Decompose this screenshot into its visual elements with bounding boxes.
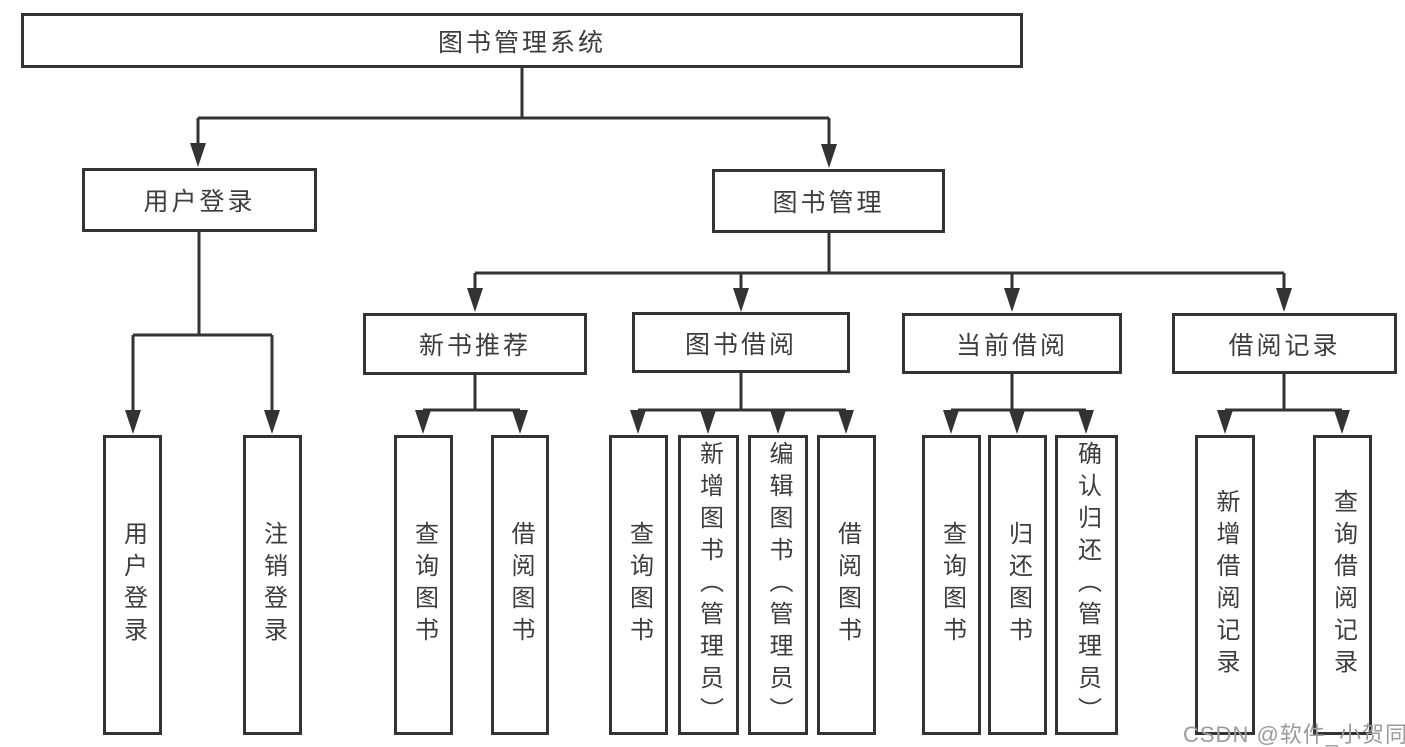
leaf-edit-book-admin-label: 编辑图书（管理员） [765, 441, 792, 729]
node-user-login-label: 用户登录 [143, 188, 256, 216]
node-root-label: 图书管理系统 [437, 28, 606, 57]
node-book-management-label: 图书管理 [772, 189, 885, 217]
leaf-confirm-return-admin-label: 确认归还（管理员） [1073, 441, 1101, 729]
leaf-borrow-books-2-label: 借阅图书 [833, 521, 861, 649]
leaf-borrow-books-1-label: 借阅图书 [507, 521, 534, 649]
leaf-user-login-label: 用户登录 [119, 521, 147, 649]
node-new-book-recommend-label: 新书推荐 [418, 332, 531, 360]
node-current-borrow: 当前借阅 [902, 313, 1122, 374]
node-book-borrow: 图书借阅 [632, 312, 850, 373]
node-book-borrow-label: 图书借阅 [684, 330, 797, 359]
leaf-logout: 注销登录 [243, 435, 302, 735]
leaf-borrow-books-1: 借阅图书 [491, 435, 549, 735]
connector-root-to-level2 [196, 68, 831, 161]
node-borrow-records-label: 借阅记录 [1228, 331, 1341, 360]
leaf-add-borrow-record-label: 新增借阅记录 [1212, 489, 1239, 681]
node-current-borrow-label: 当前借阅 [955, 331, 1068, 360]
leaf-query-borrow-record-label: 查询借阅记录 [1329, 489, 1357, 681]
leaf-confirm-return-admin: 确认归还（管理员） [1055, 435, 1118, 735]
connector-user-login-branch [131, 232, 274, 428]
leaf-add-book-admin: 新增图书（管理员） [678, 435, 739, 735]
leaf-borrow-books-2: 借阅图书 [817, 435, 876, 735]
leaf-query-books-2-label: 查询图书 [625, 521, 653, 649]
node-new-book-recommend: 新书推荐 [363, 313, 587, 375]
leaf-query-books-3: 查询图书 [922, 435, 981, 735]
leaf-return-books-label: 归还图书 [1004, 521, 1032, 649]
connector-book-borrow-branch [636, 373, 848, 428]
leaf-query-borrow-record: 查询借阅记录 [1313, 435, 1372, 735]
csdn-watermark: CSDN @软件_小贺同学 [1183, 722, 1405, 747]
leaf-return-books: 归还图书 [988, 435, 1047, 735]
leaf-query-books-1: 查询图书 [394, 435, 453, 735]
leaf-query-books-1-label: 查询图书 [410, 521, 438, 649]
leaf-edit-book-admin: 编辑图书（管理员） [748, 435, 808, 735]
node-root: 图书管理系统 [21, 13, 1023, 68]
leaf-add-book-admin-label: 新增图书（管理员） [695, 441, 723, 729]
connector-book-management-branch [473, 233, 1286, 306]
leaf-user-login: 用户登录 [103, 435, 162, 735]
node-book-management: 图书管理 [712, 169, 945, 233]
leaf-query-books-3-label: 查询图书 [938, 521, 966, 649]
node-user-login: 用户登录 [82, 168, 317, 232]
node-borrow-records: 借阅记录 [1172, 313, 1397, 374]
connector-new-book-branch [421, 375, 522, 428]
connector-borrow-records-branch [1223, 374, 1344, 428]
leaf-logout-label: 注销登录 [259, 521, 287, 649]
leaf-query-books-2: 查询图书 [609, 435, 668, 735]
arrowhead-icons [125, 143, 1350, 434]
leaf-add-borrow-record: 新增借阅记录 [1195, 435, 1255, 735]
